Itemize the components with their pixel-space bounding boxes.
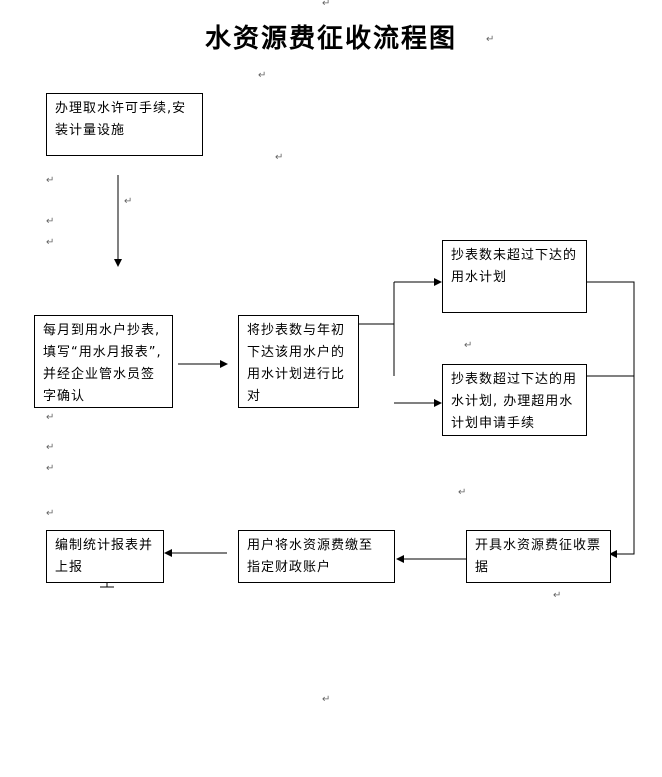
paragraph-mark: ↵ — [322, 0, 331, 9]
box-compare-plan: 将抄表数与年初下达该用水户的用水计划进行比对 — [238, 315, 359, 408]
box-issue-receipt: 开具水资源费征收票据 — [466, 530, 611, 583]
arrow-to-b6 — [609, 376, 635, 558]
paragraph-mark: ↵ — [46, 508, 55, 519]
b4-right-connector — [587, 281, 635, 376]
paragraph-mark: ↵ — [464, 340, 473, 351]
paragraph-mark: ↵ — [46, 237, 55, 248]
paragraph-mark: ↵ — [486, 34, 495, 45]
box-monthly-meter-reading: 每月到用水户抄表,填写“用水月报表”,并经企业管水员签字确认 — [34, 315, 173, 408]
paragraph-mark: ↵ — [553, 590, 562, 601]
paragraph-mark: ↵ — [46, 216, 55, 227]
box-exceed-plan: 抄表数超过下达的用水计划, 办理超用水计划申请手续 — [442, 364, 587, 436]
paragraph-mark: ↵ — [458, 487, 467, 498]
paragraph-mark: ↵ — [258, 70, 267, 81]
box-pay-to-account: 用户将水资源费缴至指定财政账户 — [238, 530, 395, 583]
page-title: 水资源费征收流程图 — [204, 24, 457, 54]
box-compile-report: 编制统计报表并上报 — [46, 530, 164, 583]
paragraph-mark: ↵ — [275, 152, 284, 163]
paragraph-mark: ↵ — [46, 175, 55, 186]
paragraph-mark: ↵ — [322, 694, 331, 705]
paragraph-mark: ↵ — [46, 442, 55, 453]
paragraph-mark: ↵ — [46, 412, 55, 423]
paragraph-mark: ↵ — [46, 463, 55, 474]
box-apply-permit: 办理取水许可手续,安装计量设施 — [46, 93, 203, 156]
paragraph-mark: ↵ — [124, 196, 133, 207]
box-not-exceed-plan: 抄表数未超过下达的用水计划 — [442, 240, 587, 313]
